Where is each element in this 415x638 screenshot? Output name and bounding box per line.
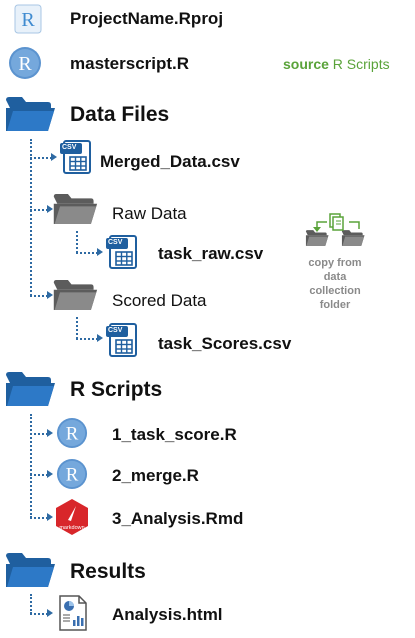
folder-results-label[interactable]: Results — [70, 560, 146, 583]
connector-results — [30, 613, 48, 615]
masterscript-label[interactable]: masterscript.R — [70, 54, 190, 73]
r-script-icon: R — [56, 458, 88, 490]
svg-text:R: R — [18, 53, 32, 75]
connector-script-3-arrow — [47, 513, 53, 521]
folder-data-files-label[interactable]: Data Files — [70, 103, 170, 126]
svg-text:markdown: markdown — [59, 525, 84, 531]
svg-text:R: R — [66, 465, 79, 486]
task-scores-label[interactable]: task_Scores.csv — [158, 334, 292, 353]
connector-scored — [30, 295, 48, 297]
rproj-icon: R — [14, 4, 42, 34]
folder-r-scripts-icon — [4, 369, 56, 409]
rproj-icon-letter: R — [21, 9, 35, 31]
analysis-html-label[interactable]: Analysis.html — [112, 605, 223, 624]
csv-icon-tag: CSV — [108, 327, 123, 334]
results-tree-line — [30, 594, 32, 614]
folder-raw-data-icon — [52, 191, 98, 227]
connector-scored-arrow — [47, 291, 53, 299]
csv-icon-tag: CSV — [108, 239, 123, 246]
script-1-label[interactable]: 1_task_score.R — [112, 425, 237, 444]
connector-script-2-arrow — [47, 470, 53, 478]
copy-note-line: folder — [319, 299, 351, 311]
connector-script-2 — [30, 474, 48, 476]
rproj-label[interactable]: ProjectName.Rproj — [70, 9, 224, 28]
source-keyword: source — [283, 56, 329, 72]
folder-r-scripts-label[interactable]: R Scripts — [70, 378, 163, 401]
copy-folders-icon — [305, 212, 367, 248]
folder-data-files-icon — [4, 94, 56, 134]
copy-note-line: data — [323, 271, 347, 283]
data-files-tree-line — [30, 139, 32, 296]
r-script-icon: R — [56, 417, 88, 449]
connector-results-arrow — [47, 609, 53, 617]
folder-scored-data-label[interactable]: Scored Data — [112, 291, 207, 310]
svg-text:R: R — [66, 424, 79, 445]
connector-script-1 — [30, 433, 48, 435]
copy-note: copy from data collection folder — [295, 256, 375, 312]
merged-data-label[interactable]: Merged_Data.csv — [100, 152, 240, 171]
raw-tree-line — [76, 231, 78, 253]
source-note: source R Scripts — [283, 56, 390, 72]
connector-scored-file-arrow — [97, 334, 103, 342]
connector-raw-arrow — [47, 205, 53, 213]
csv-icon-tag: CSV — [62, 144, 77, 151]
connector-script-1-arrow — [47, 429, 53, 437]
connector-raw-file — [76, 252, 98, 254]
connector-script-3 — [30, 517, 48, 519]
html-report-icon — [58, 595, 88, 631]
script-2-label[interactable]: 2_merge.R — [112, 466, 199, 485]
connector-raw — [30, 209, 48, 211]
connector-raw-file-arrow — [97, 248, 103, 256]
source-rest: R Scripts — [328, 56, 390, 72]
rmarkdown-icon: markdown — [54, 498, 90, 536]
r-scripts-tree-line — [30, 414, 32, 518]
connector-scored-file — [76, 338, 98, 340]
folder-results-icon — [4, 550, 56, 590]
scored-tree-line — [76, 317, 78, 339]
copy-note-line: collection — [309, 285, 361, 297]
task-raw-label[interactable]: task_raw.csv — [158, 244, 264, 263]
connector-merged — [30, 157, 52, 159]
script-3-label[interactable]: 3_Analysis.Rmd — [112, 509, 244, 528]
folder-scored-data-icon — [52, 277, 98, 313]
connector-merged-arrow — [51, 153, 57, 161]
r-script-icon: R — [8, 46, 42, 80]
copy-note-line: copy from — [308, 257, 362, 269]
folder-raw-data-label[interactable]: Raw Data — [112, 204, 187, 223]
